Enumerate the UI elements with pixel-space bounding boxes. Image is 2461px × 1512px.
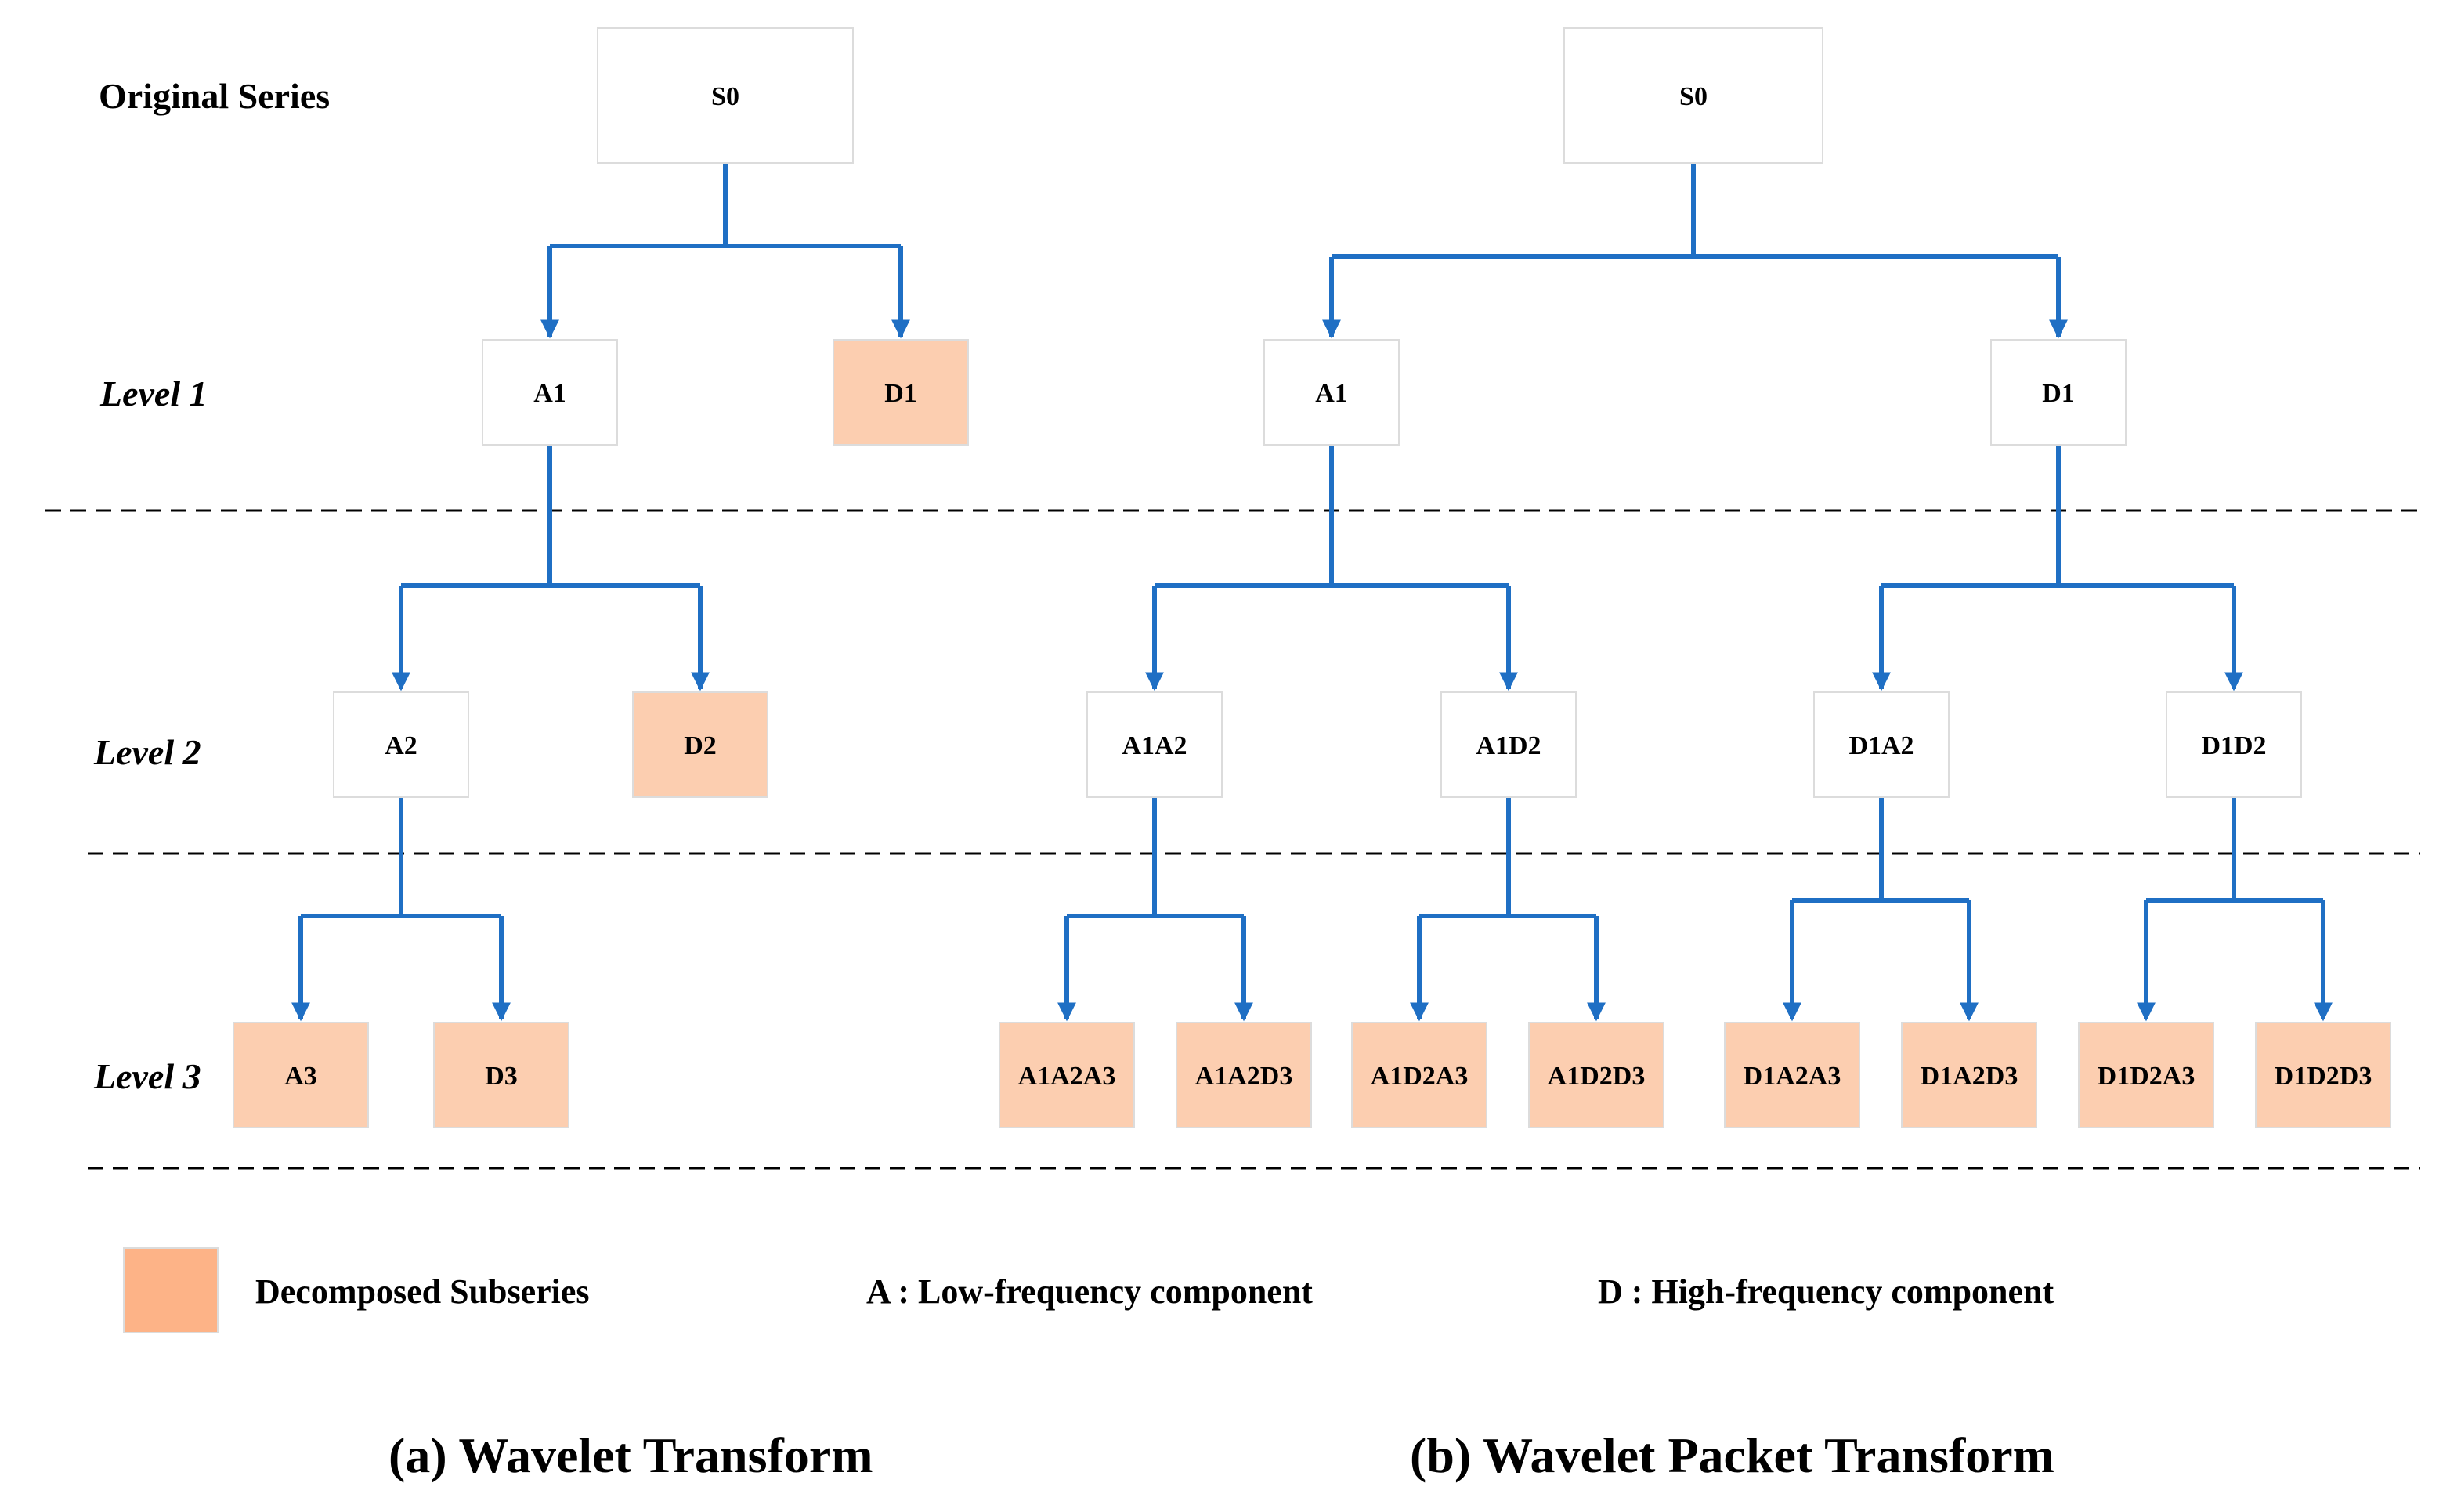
node-box-wpt-s0 [1563, 27, 1823, 164]
connector-trunk-wt-a2 [301, 797, 501, 918]
legend-d-definition: D : High-frequency component [1598, 1272, 2054, 1311]
node-wpt-a1d2: A1D2 [1440, 691, 1577, 798]
node-box-wpt-a1 [1263, 339, 1400, 446]
node-label-wpt-d1: D1 [2042, 379, 2075, 408]
node-box-wt-d3 [433, 1022, 569, 1128]
connector-trunk-wt-a1 [401, 445, 700, 588]
node-wpt-d1d2d3: D1D2D3 [2255, 1022, 2391, 1128]
node-label-wpt-a1: A1 [1315, 379, 1348, 408]
node-label-wpt-d1d2: D1D2 [2201, 731, 2266, 760]
connector-trunk-wpt-a1 [1155, 445, 1509, 588]
node-box-wpt-a1d2a3 [1351, 1022, 1487, 1128]
node-label-wpt-a1d2a3: A1D2A3 [1371, 1062, 1469, 1091]
node-label-wpt-d1a2a3: D1A2A3 [1744, 1062, 1841, 1091]
row-label-level-2: Level 2 [93, 732, 201, 772]
node-wt-a1: A1 [482, 339, 618, 446]
caption-wavelet-packet-transform: (b) Wavelet Packet Transform [1410, 1427, 2054, 1483]
node-wpt-d1a2a3: D1A2A3 [1724, 1022, 1860, 1128]
node-wpt-d1: D1 [1990, 339, 2127, 446]
row-label-original-series: Original Series [99, 76, 330, 116]
node-box-wt-d1 [833, 339, 969, 446]
node-box-wt-d2 [632, 691, 768, 798]
node-label-wpt-s0: S0 [1679, 82, 1708, 111]
legend-swatch [123, 1247, 219, 1333]
connector-trunk-wpt-a1a2 [1067, 797, 1244, 918]
node-label-wpt-a1a2d3: A1A2D3 [1195, 1062, 1293, 1091]
node-box-wt-a1 [482, 339, 618, 446]
node-box-wpt-d1a2d3 [1901, 1022, 2037, 1128]
node-wpt-s0: S0 [1563, 27, 1823, 164]
node-box-wpt-a1d2d3 [1528, 1022, 1664, 1128]
node-box-wpt-d1d2 [2166, 691, 2302, 798]
node-box-wpt-d1d2d3 [2255, 1022, 2391, 1128]
legend-decomposed-subseries-label: Decomposed Subseries [255, 1272, 590, 1311]
node-label-wt-a2: A2 [385, 731, 417, 760]
node-box-wpt-d1d2a3 [2078, 1022, 2214, 1128]
node-box-wpt-a1a2d3 [1176, 1022, 1312, 1128]
node-box-wpt-d1 [1990, 339, 2127, 446]
node-label-wt-d2: D2 [684, 731, 717, 760]
node-label-wpt-a1a2: A1A2 [1122, 731, 1187, 760]
node-wt-a2: A2 [333, 691, 469, 798]
node-box-wpt-d1a2a3 [1724, 1022, 1860, 1128]
connector-trunk-wpt-d1a2 [1792, 797, 1969, 903]
node-box-wt-a3 [233, 1022, 369, 1128]
node-label-wpt-a1d2: A1D2 [1476, 731, 1541, 760]
node-label-wpt-d1a2: D1A2 [1848, 731, 1914, 760]
connector-group [291, 163, 2333, 1022]
node-box-wpt-a1a2a3 [999, 1022, 1135, 1128]
row-label-level-1: Level 1 [99, 373, 208, 413]
node-box-wt-s0 [597, 27, 854, 164]
connector-trunk-wt-s0 [550, 163, 901, 248]
node-wt-a3: A3 [233, 1022, 369, 1128]
node-label-wt-a3: A3 [284, 1062, 317, 1091]
node-label-wt-d1: D1 [884, 379, 917, 408]
connector-trunk-wpt-d1d2 [2146, 797, 2323, 903]
node-wt-s0: S0 [597, 27, 854, 164]
node-wt-d2: D2 [632, 691, 768, 798]
node-box-wt-a2 [333, 691, 469, 798]
node-wpt-a1a2a3: A1A2A3 [999, 1022, 1135, 1128]
node-box-wpt-a1d2 [1440, 691, 1577, 798]
node-label-wt-a1: A1 [533, 379, 566, 408]
node-wt-d3: D3 [433, 1022, 569, 1128]
caption-wavelet-transform: (a) Wavelet Transform [388, 1427, 873, 1483]
node-wpt-a1a2: A1A2 [1086, 691, 1223, 798]
node-wpt-d1d2: D1D2 [2166, 691, 2302, 798]
node-wpt-d1d2a3: D1D2A3 [2078, 1022, 2214, 1128]
connector-trunk-wpt-d1 [1881, 445, 2234, 588]
node-box-wpt-a1a2 [1086, 691, 1223, 798]
node-wpt-a1d2d3: A1D2D3 [1528, 1022, 1664, 1128]
row-label-level-3: Level 3 [93, 1056, 201, 1096]
node-label-wpt-d1d2d3: D1D2D3 [2275, 1062, 2372, 1091]
node-wpt-d1a2d3: D1A2D3 [1901, 1022, 2037, 1128]
node-wt-d1: D1 [833, 339, 969, 446]
node-wpt-a1a2d3: A1A2D3 [1176, 1022, 1312, 1128]
node-label-wt-d3: D3 [485, 1062, 518, 1091]
node-label-wpt-a1a2a3: A1A2A3 [1018, 1062, 1116, 1091]
node-wpt-d1a2: D1A2 [1813, 691, 1950, 798]
node-label-wpt-a1d2d3: A1D2D3 [1548, 1062, 1646, 1091]
node-wpt-a1: A1 [1263, 339, 1400, 446]
node-label-wt-s0: S0 [711, 82, 739, 111]
legend-a-definition: A : Low-frequency component [866, 1272, 1313, 1311]
connector-trunk-wpt-a1d2 [1419, 797, 1596, 918]
node-wpt-a1d2a3: A1D2A3 [1351, 1022, 1487, 1128]
node-label-wpt-d1d2a3: D1D2A3 [2098, 1062, 2195, 1091]
node-box-wpt-d1a2 [1813, 691, 1950, 798]
connector-trunk-wpt-s0 [1332, 163, 2058, 259]
node-label-wpt-d1a2d3: D1A2D3 [1921, 1062, 2018, 1091]
